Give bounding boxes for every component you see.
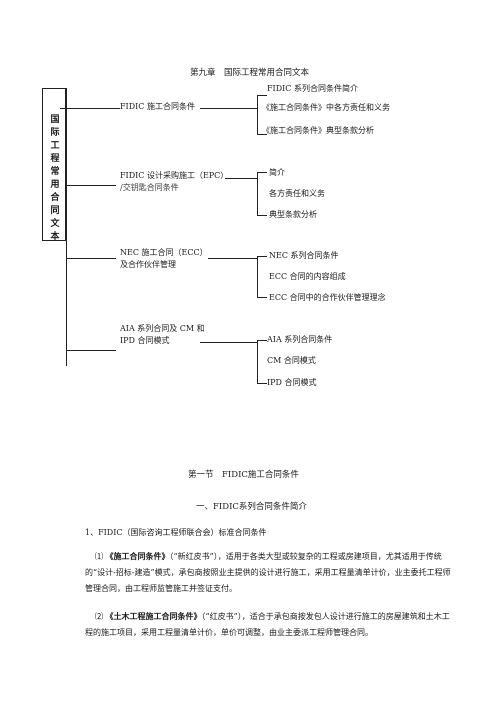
- branch4-item3: IPD 合同模式: [267, 378, 317, 387]
- branch2-item3: 典型条款分析: [269, 210, 317, 219]
- branch2-label-2: /交钥匙合同条件: [120, 183, 179, 192]
- branch3-connector: [66, 258, 116, 259]
- paragraph-2: ⑵ 《土木工程施工合同条件》（“红皮书”），适合于承包商按发包人设计进行施工的房…: [85, 611, 450, 637]
- branch1-connector: [60, 108, 120, 109]
- branch4-label-1: AIA 系列合同及 CM 和: [120, 324, 205, 333]
- branch2-item1: 简介: [269, 168, 285, 177]
- branch2-link: [225, 178, 257, 179]
- branch2-connector: [66, 185, 116, 186]
- root-box: [42, 88, 66, 241]
- branch4-item2: CM 合同模式: [267, 356, 316, 365]
- branch4-label-2: IPD 合同模式: [120, 336, 170, 345]
- branch3-item1: NEC 系列合同条件: [269, 251, 339, 260]
- branch1-item3: 《施工合同条件》典型条款分析: [262, 126, 374, 135]
- branch3-item3: ECC 合同中的合作伙伴管理理念: [269, 293, 386, 302]
- subsection-title: 一、FIDIC系列合同条件简介: [196, 502, 307, 512]
- para2-bold-title: 《土木工程施工合同条件》: [105, 611, 202, 621]
- branch1-link: [200, 108, 258, 109]
- branch4-item1: AIA 系列合同条件: [267, 335, 333, 344]
- branch2-sub-trunk: [257, 172, 258, 216]
- branch3-link: [208, 258, 257, 259]
- para1-bold-title: 《施工合同条件》: [105, 551, 170, 561]
- branch3-item2: ECC 合同的内容组成: [269, 272, 346, 281]
- branch1-sub-trunk: [257, 95, 258, 135]
- trunk-line: [66, 88, 67, 366]
- branch4-sub-trunk: [257, 340, 258, 384]
- paragraph-1: ⑴ 《施工合同条件》（“新红皮书”），适用于各类大型或较复杂的工程或房建项目，尤…: [85, 551, 451, 593]
- branch1-label: FIDIC 施工合同条件: [120, 102, 195, 111]
- branch4-link: [200, 342, 257, 343]
- branch3-label-1: NEC 施工合同（ECC）: [120, 248, 208, 257]
- root-label: 国际工程常用合同文本: [50, 115, 60, 242]
- branch1-item1: FIDIC 系列合同条件简介: [267, 84, 358, 93]
- branch4-connector: [66, 350, 116, 351]
- branch3-sub-trunk: [257, 256, 258, 298]
- branch2-item2: 各方责任和义务: [269, 189, 325, 198]
- branch3-label-2: 及合作伙伴管理: [120, 260, 176, 269]
- branch2-label-1: FIDIC 设计采购施工（EPC）: [120, 171, 229, 180]
- branch1-item2: 《施工合同条件》中各方责任和义务: [262, 103, 390, 112]
- chapter-title: 第九章 国际工程常用合同文本: [190, 68, 310, 78]
- item1-title: 1、FIDIC（国际咨询工程师联合会）标准合同条件: [85, 528, 267, 537]
- section-title: 第一节 FIDIC施工合同条件: [188, 470, 299, 480]
